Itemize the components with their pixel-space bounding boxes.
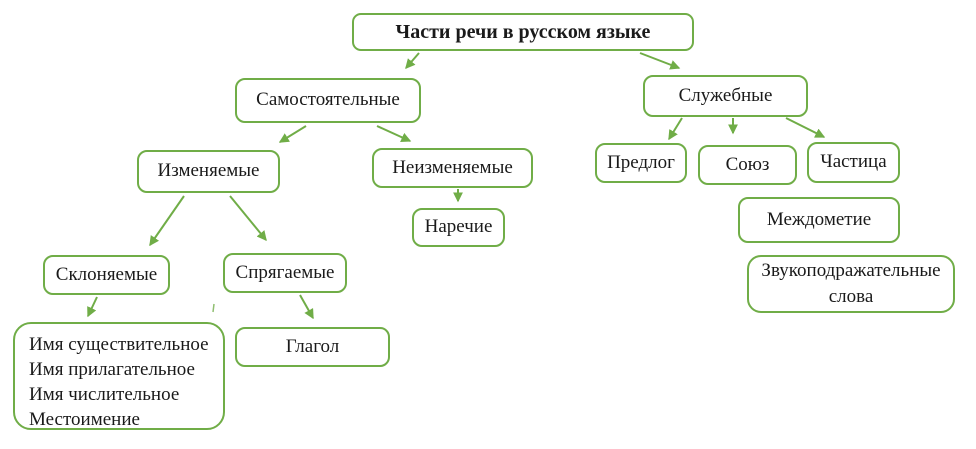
group-item-adjective: Имя прилагательное: [29, 359, 195, 380]
node-parts-of-speech: Части речи в русском языке: [352, 13, 694, 51]
node-glagol: Глагол: [235, 327, 390, 367]
node-glagol-label: Глагол: [285, 335, 340, 357]
node-chastitsa: Частица: [807, 142, 900, 183]
node-predlog: Предлог: [595, 143, 687, 183]
node-samostoyatelnye: Самостоятельные: [235, 78, 421, 123]
node-neizmenyaemye: Неизменяемые: [372, 148, 533, 188]
arrow-sklonyaemye-group: [87, 296, 98, 318]
node-parts-of-speech-label: Части речи в русском языке: [395, 21, 651, 43]
arrow-sluzhebnye-predlog: [668, 117, 683, 141]
node-narechie: Наречие: [412, 208, 505, 247]
node-spryagaemye-label: Спрягаемые: [235, 261, 335, 283]
node-mezhdometie-label: Междометие: [766, 208, 872, 230]
node-sluzhebnye-label: Служебные: [678, 84, 773, 106]
node-zvukopodrazhatelnye: Звукоподражательные слова: [747, 255, 955, 313]
node-narechie-label: Наречие: [424, 216, 493, 238]
arrow-izmenyaemye-spryagaemye: [229, 195, 267, 242]
node-neizmenyaemye-label: Неизменяемые: [392, 156, 513, 178]
node-declinable-group: Имя существительное Имя прилагательное И…: [13, 322, 225, 430]
node-mezhdometie: Междометие: [738, 197, 900, 243]
group-item-numeral: Имя числительное: [29, 384, 180, 405]
node-soyuz: Союз: [698, 145, 797, 185]
node-sklonyaemye-label: Склоняемые: [55, 263, 158, 285]
node-soyuz-label: Союз: [725, 153, 770, 175]
arrow-izmenyaemye-sklonyaemye: [149, 195, 185, 247]
node-spryagaemye: Спрягаемые: [223, 253, 347, 293]
arrow-sluzhebnye-chastitsa: [785, 117, 826, 138]
arrow-samostoyatelnye-neizmenyaemye: [376, 125, 412, 142]
group-item-noun: Имя существительное: [29, 334, 209, 355]
arrow-root-samostoyatelnye: [405, 52, 420, 70]
arrow-spryagaemye-glagol: [299, 294, 314, 320]
arrow-samostoyatelnye-izmenyaemye: [278, 125, 307, 143]
node-izmenyaemye-label: Изменяемые: [157, 160, 260, 182]
node-izmenyaemye: Изменяемые: [137, 150, 280, 193]
artifact-tick: [212, 303, 215, 313]
arrow-root-sluzhebnye: [639, 52, 681, 70]
group-item-pronoun: Местоимение: [29, 409, 140, 430]
node-samostoyatelnye-label: Самостоятельные: [256, 89, 400, 111]
node-sluzhebnye: Служебные: [643, 75, 808, 117]
node-sklonyaemye: Склоняемые: [43, 255, 170, 295]
node-chastitsa-label: Частица: [820, 151, 887, 173]
node-predlog-label: Предлог: [607, 151, 675, 173]
node-zvukopodrazhatelnye-label: Звукоподражательные слова: [761, 260, 941, 307]
